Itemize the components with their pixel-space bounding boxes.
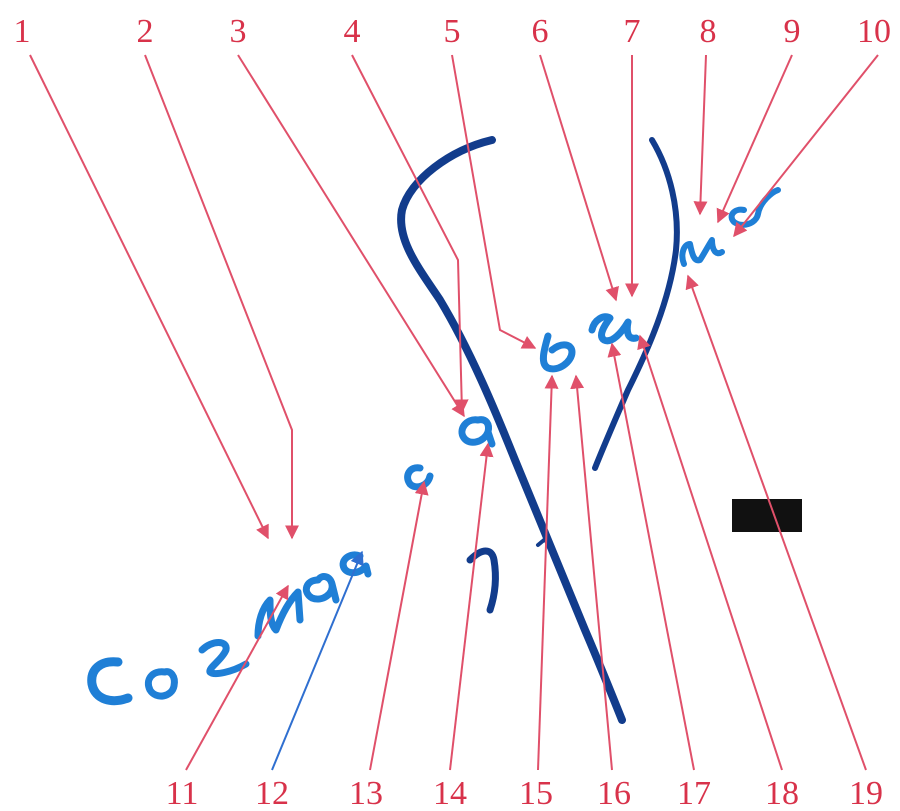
arrow-2 [144,54,299,540]
label-13: 13 [349,775,383,811]
label-6: 6 [532,13,549,50]
arrow-18 [637,334,783,771]
bottom-arrows [185,274,867,771]
arrow-5 [451,54,537,349]
arrow-9 [716,54,793,224]
arrow-1 [29,54,269,540]
redaction-block [732,499,802,532]
label-5: 5 [444,13,461,50]
arrow-15 [537,374,559,771]
arrow-11 [185,584,289,771]
arrow-4 [351,54,469,414]
label-15: 15 [519,775,553,811]
arrow-6 [539,54,619,302]
label-16: 16 [597,775,631,811]
arrow-16 [570,374,613,771]
arrow-3 [237,54,465,418]
label-10: 10 [857,13,891,50]
label-9: 9 [784,13,801,50]
arrow-14 [449,442,494,771]
label-19: 19 [849,775,883,811]
bottom-number-labels: 11 12 13 14 15 16 17 18 19 [166,775,883,811]
label-18: 18 [765,775,799,811]
top-arrows [29,54,879,540]
label-17: 17 [677,775,711,811]
arrow-8 [693,54,708,216]
arrow-12 [271,550,364,771]
label-12: 12 [255,775,289,811]
label-3: 3 [230,13,247,50]
arrow-10 [733,54,879,238]
label-11: 11 [166,775,199,811]
label-4: 4 [344,13,361,50]
arrow-17 [607,342,695,771]
label-1: 1 [14,13,31,50]
arrow-19 [685,274,867,771]
label-7: 7 [624,13,641,50]
label-8: 8 [700,13,717,50]
signature-scribble [87,136,781,724]
label-14: 14 [433,775,467,811]
label-2: 2 [137,13,154,50]
top-number-labels: 1 2 3 4 5 6 7 8 9 10 [14,13,892,50]
arrow-13 [369,480,429,771]
